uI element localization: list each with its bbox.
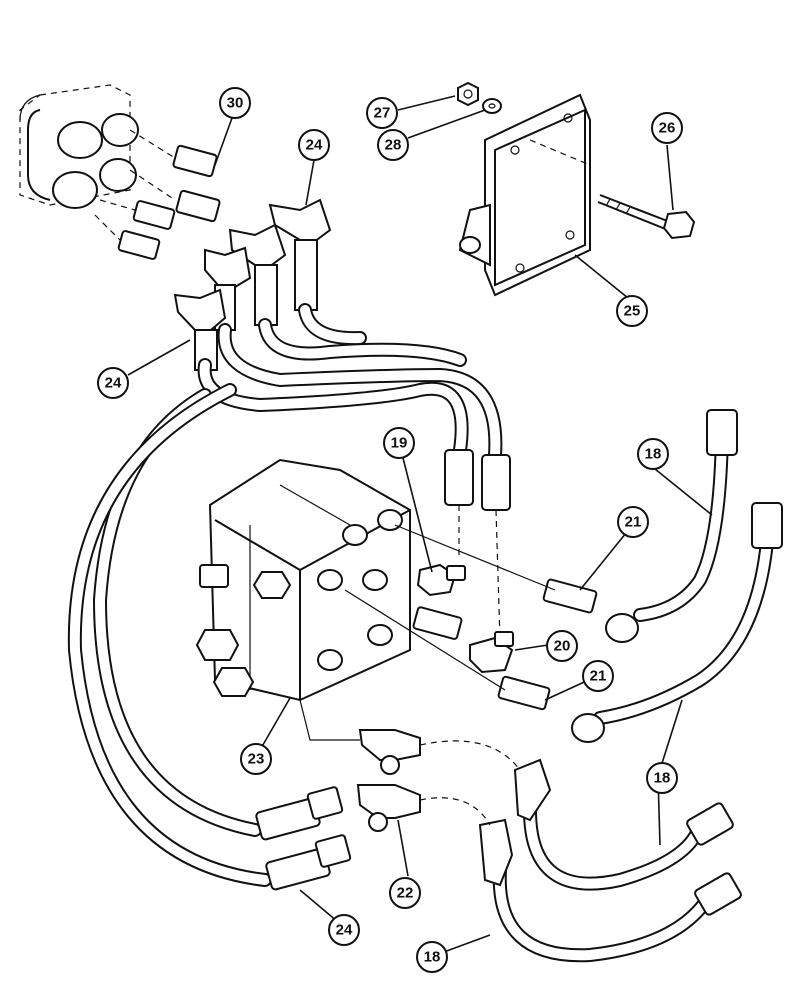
callout-24-top: 24: [298, 129, 330, 161]
long-left-hoses: [67, 383, 352, 891]
callout-23: 23: [240, 743, 272, 775]
elbow-fittings: [173, 198, 332, 371]
callout-24-bottom: 24: [328, 914, 360, 946]
callout-label: 24: [105, 375, 122, 392]
coupler-block: [19, 84, 139, 209]
callout-label: 19: [391, 435, 408, 452]
callout-label: 18: [645, 446, 662, 463]
bolt: [597, 194, 696, 240]
callout-30: 30: [219, 87, 251, 119]
callout-19: 19: [383, 427, 415, 459]
callout-label: 28: [385, 137, 402, 154]
nipple-fittings: [94, 129, 221, 260]
callout-label: 22: [397, 885, 414, 902]
callout-label: 27: [374, 105, 391, 122]
callout-label: 25: [624, 303, 641, 320]
control-valve: [195, 458, 411, 702]
callout-label: 23: [248, 751, 265, 768]
callout-label: 26: [659, 120, 676, 137]
nut-washer: [457, 81, 502, 114]
callout-28: 28: [377, 129, 409, 161]
callout-26: 26: [651, 112, 683, 144]
callout-label: 21: [590, 668, 607, 685]
callout-18-mid: 18: [646, 762, 678, 794]
callout-24-left: 24: [97, 367, 129, 399]
callout-label: 18: [654, 770, 671, 787]
valve-fittings: [344, 524, 598, 711]
callout-20: 20: [546, 630, 578, 662]
callout-label: 24: [336, 922, 353, 939]
callout-18-bottom: 18: [416, 941, 448, 973]
callout-label: 18: [424, 949, 441, 966]
callout-27: 27: [366, 97, 398, 129]
mounting-bracket: [458, 93, 591, 297]
callout-18-top: 18: [637, 438, 669, 470]
callout-21-top: 21: [617, 506, 649, 538]
callout-label: 20: [554, 638, 571, 655]
callout-label: 30: [227, 95, 244, 112]
callout-22: 22: [389, 877, 421, 909]
callout-21-bottom: 21: [582, 660, 614, 692]
callout-label: 21: [625, 514, 642, 531]
right-hoses: [478, 409, 783, 963]
callout-label: 24: [306, 137, 323, 154]
callout-25: 25: [616, 295, 648, 327]
tee-fittings: [299, 699, 521, 832]
